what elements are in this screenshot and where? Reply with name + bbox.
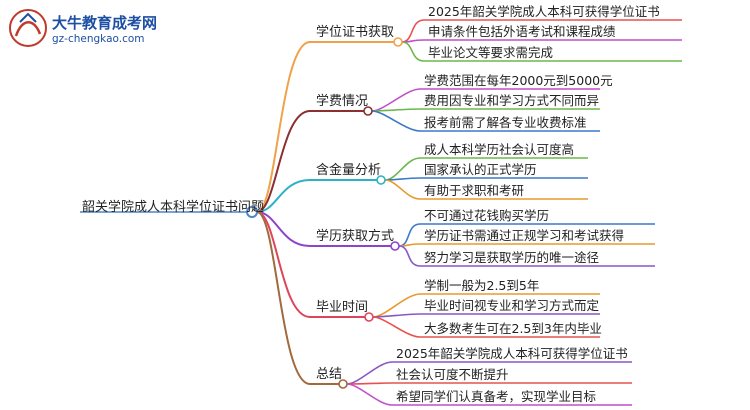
branch-topic: 毕业时间 [316, 300, 369, 315]
site-logo: 大牛教育成考网 gz-chengkao.com [8, 8, 178, 52]
branch-topic: 学位证书获取 [316, 25, 395, 40]
leaf-connector [346, 361, 393, 385]
leaf-topic: 2025年韶关学院成人本科可获得学位证书 [396, 346, 628, 361]
leaf-connector [346, 382, 393, 385]
leaf-topic: 社会认可度不断提升 [396, 367, 509, 382]
leaf-topic: 申请条件包括外语考试和课程成绩 [428, 24, 616, 39]
branch-connector [256, 211, 311, 247]
root-node-dot [246, 206, 258, 218]
leaf-topic: 学制一般为2.5到5年 [424, 278, 540, 293]
leaf-topic: 希望同学们认真备考，实现学业目标 [396, 389, 597, 404]
branch-connector [256, 41, 311, 213]
branch-connector [256, 110, 311, 213]
branch-connector [256, 211, 311, 318]
leaf-connector [398, 245, 421, 267]
leaf-topic: 学费范围在每年2000元到5000元 [424, 73, 613, 88]
branch-topic: 含金量分析 [316, 163, 382, 178]
leaf-connector [372, 316, 421, 338]
leaf-topic: 成人本科学历社会认可度高 [424, 142, 575, 157]
branch-topic: 总结 [316, 367, 343, 382]
branch-connector [256, 211, 311, 385]
logo-mark-icon [9, 9, 47, 47]
branch-connector [256, 179, 311, 213]
leaf-topic: 毕业论文等要求需完成 [428, 45, 554, 60]
root-topic: 韶关学院成人本科学位证书问题 [82, 200, 265, 215]
site-url: gz-chengkao.com [52, 33, 145, 45]
branch-node-dot [338, 379, 348, 389]
leaf-connector [401, 19, 425, 43]
leaf-connector [384, 179, 421, 200]
branch-node-dot [376, 175, 386, 185]
branch-node-dot [390, 241, 400, 251]
branch-topic: 学历获取方式 [316, 229, 395, 244]
leaf-connector [346, 383, 393, 406]
leaf-topic: 不可通过花钱购买学历 [424, 208, 550, 223]
leaf-connector [384, 157, 421, 181]
leaf-topic: 2025年韶关学院成人本科可获得学位证书 [428, 4, 660, 19]
leaf-topic: 费用因专业和学习方式不同而异 [424, 93, 600, 108]
leaf-topic: 学历证书需通过正规学习和考试获得 [424, 228, 625, 243]
leaf-topic: 努力学习是获取学历的唯一途径 [424, 250, 600, 265]
leaf-connector [371, 88, 421, 112]
branch-node-dot [363, 106, 373, 116]
leaf-topic: 有助于求职和考研 [424, 183, 525, 198]
leaf-topic: 大多数考生可在2.5到3年内毕业 [424, 321, 602, 336]
branch-node-dot [364, 312, 374, 322]
leaf-connector [398, 223, 421, 247]
branch-topic: 学费情况 [316, 94, 369, 109]
leaf-topic: 国家承认的正式学历 [424, 162, 537, 177]
leaf-connector [371, 110, 421, 132]
branch-node-dot [393, 37, 403, 47]
leaf-topic: 毕业时间视专业和学习方式而定 [424, 298, 600, 313]
site-name: 大牛教育成考网 [52, 14, 158, 32]
leaf-topic: 报考前需了解各专业收费标准 [424, 115, 587, 130]
leaf-connector [401, 41, 425, 62]
